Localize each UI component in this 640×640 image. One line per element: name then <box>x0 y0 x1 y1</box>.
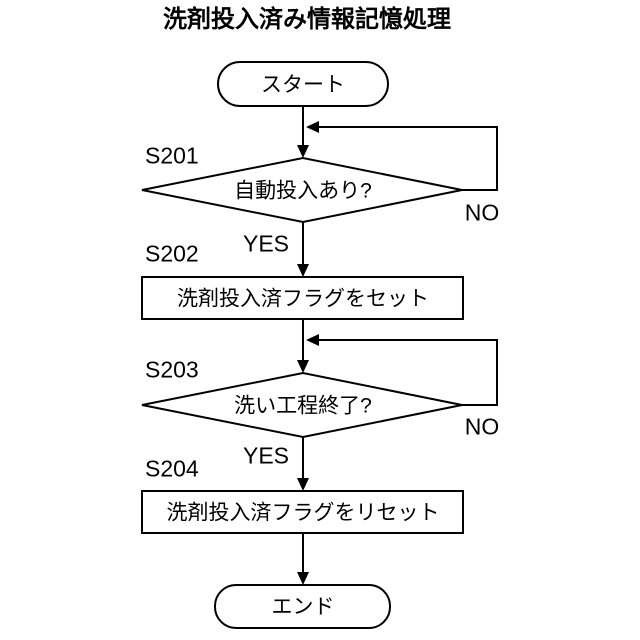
branch-yes-s203-label: YES <box>242 442 290 469</box>
decision-s201-shape <box>142 158 462 222</box>
step-id-s203: S203 <box>145 356 199 383</box>
decision-s201-label: 自動投入あり? <box>234 179 372 203</box>
arrowhead-loopback-s201 <box>306 121 319 133</box>
process-s202-shape <box>142 277 463 319</box>
arrowhead-loopback-s203 <box>306 334 319 346</box>
loopback-no-s201 <box>317 127 497 190</box>
step-id-s202: S202 <box>145 240 199 267</box>
arrowhead-into-s201 <box>297 145 309 158</box>
loopback-no-s203 <box>317 340 497 405</box>
branch-no-s201-label: NO <box>464 199 500 226</box>
process-s204-label: 洗剤投入済フラグをリセット <box>166 501 440 525</box>
process-s202-label: 洗剤投入済フラグをセット <box>177 287 429 311</box>
arrowhead-into-s202 <box>297 264 309 277</box>
start-node-label: スタート <box>261 73 345 97</box>
arrowhead-into-s204 <box>297 478 309 491</box>
step-id-s204: S204 <box>145 455 199 482</box>
branch-no-s203-label: NO <box>464 413 500 440</box>
arrowhead-into-end <box>297 572 309 585</box>
page-title: 洗剤投入済み情報記憶処理 <box>163 6 451 33</box>
end-node-label: エンド <box>271 595 335 619</box>
start-node-shape <box>218 62 388 106</box>
end-node-shape <box>215 585 390 628</box>
arrowhead-into-s203 <box>297 360 309 373</box>
step-id-s201: S201 <box>145 142 199 169</box>
decision-s203-shape <box>142 373 462 437</box>
branch-yes-s201-label: YES <box>242 230 290 257</box>
decision-s203-label: 洗い工程終了? <box>234 394 372 418</box>
